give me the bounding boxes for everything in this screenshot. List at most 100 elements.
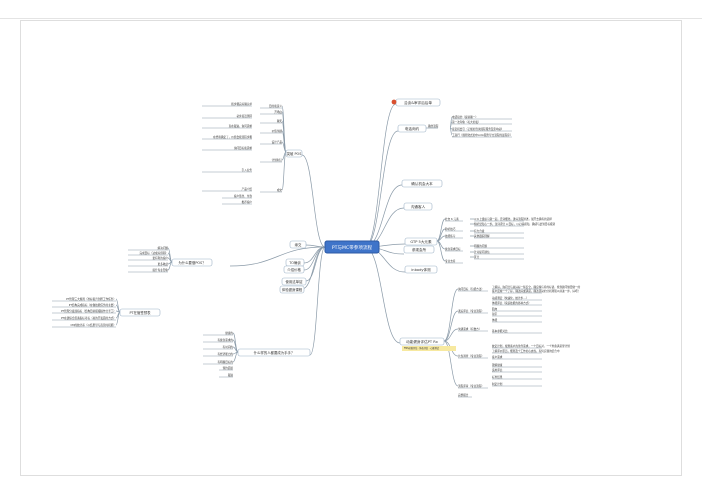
who-item: 有时间的: [223, 345, 234, 349]
who-item: 跟进: [228, 373, 234, 377]
pos-leaf: 推荐客户: [242, 200, 253, 204]
pt-leaf: 肌肉: [492, 307, 498, 311]
branch-13-box[interactable]: [279, 285, 305, 294]
pt-leaf: 了解好，询问分与总好好一些安全，确应特与持的标语，找到顾问做目做一的: [492, 285, 581, 289]
gtp-leaf: 有力合拢: [474, 229, 485, 233]
branch-11-box[interactable]: [281, 277, 307, 286]
pt-leaf: 客户反映一个了好，确达好或满意。确达流动的分析测现以前进一步，好吧！: [492, 289, 580, 293]
why-item: 提升专业形象: [152, 268, 168, 272]
branch-7-box[interactable]: [404, 265, 438, 274]
connector-line: [281, 141, 287, 153]
pos-leaf: 在经验确定了，价值会按流程步骤: [213, 135, 252, 139]
pos-item: 价值沟通: [272, 129, 283, 133]
canvas-frame: [20, 20, 682, 476]
branch-5-box[interactable]: [404, 237, 438, 246]
gtp-item: 社交 6 元素: [445, 217, 459, 221]
branch-who-box[interactable]: [237, 348, 311, 357]
connector-line: [167, 261, 173, 271]
pos-leaf: 直在跟进，询问需求: [229, 124, 253, 128]
why-item: 解决问题: [158, 246, 169, 250]
branch-17: 突破 POS: [287, 151, 302, 156]
branch-connector: [229, 246, 326, 267]
pt-leaf: 理解健康: [492, 363, 503, 367]
why-item: 完成目标（达成好预期）: [139, 251, 168, 255]
pt-leaf: 体能: [492, 318, 498, 322]
branch-2-box[interactable]: [397, 124, 427, 133]
call-leaf: 第一次印象（礼大的发）: [452, 120, 481, 124]
branch-connector: [305, 246, 326, 282]
branch-why-pos-box[interactable]: [171, 258, 213, 267]
pos-item: 目的和意义: [269, 104, 282, 108]
pt-item: 完整报告: [458, 393, 469, 397]
connector-line: [449, 127, 453, 136]
tpl-item: PT管理分发展指标（结构目前报报操作分手工）: [61, 309, 116, 313]
branch-connector: [364, 130, 399, 248]
call-leaf: 电话接约（提前确一）: [452, 115, 478, 119]
branch-6: 参观会所: [412, 247, 427, 252]
pos-item: 计划制订: [272, 158, 283, 162]
gtp-leaf: 倾听觉知心一步。注详评分 A 目标，以心情感知，确感与此到目标级别: [474, 222, 556, 226]
call-leaf: 接近机会引（正规的咨询流程服务及影响初）: [452, 127, 504, 131]
why-item: 更多收益: [158, 262, 169, 266]
pt-item: 询问目标（包括方法）: [458, 287, 484, 291]
who-item: 健康的: [225, 331, 233, 335]
gtp-item: 聆听技巧: [445, 227, 456, 231]
branch-connector: [301, 154, 326, 248]
toolbar-strip: [0, 0, 702, 19]
branch-why-pos: 为什么要做POS？: [178, 260, 205, 265]
branch-1: 洽谈&审评后后单: [404, 100, 432, 105]
pt-leaf: 客户需求: [492, 355, 503, 359]
highlight-text: FMS动能评估 · 体态评估 · 心肺测试: [404, 346, 440, 350]
tpl-item: PT管理三大规则（准好提升到所工作任务）: [66, 297, 116, 301]
who-item: 有明确目标的: [217, 360, 233, 364]
branch-2: 电话询约: [405, 126, 420, 131]
branch-connector: [364, 246, 401, 344]
pos-leaf: 客户签约、付款: [234, 194, 253, 198]
branch-12-box[interactable]: [283, 265, 305, 274]
branch-8-box[interactable]: [399, 337, 445, 346]
call-mid-label: 确约流程: [428, 124, 439, 128]
branch-12: 介绍价格: [287, 267, 301, 272]
branch-9-box[interactable]: [289, 240, 307, 249]
branch-17-box[interactable]: [285, 149, 303, 158]
branch-11: 使用这单锭: [286, 279, 304, 284]
pt-item: 流程评审（专业流程）: [458, 384, 484, 388]
tpl-item: PT结构完成指标（在做技能任务的主要）: [69, 303, 116, 307]
branch-4-box[interactable]: [403, 202, 433, 211]
branch-7: inbody体测: [411, 267, 431, 272]
branch-5: GTP 5大元素: [410, 239, 432, 244]
gtp-leaf: 区分: [474, 255, 480, 259]
gtp-item: 健身需求目标: [445, 247, 461, 251]
root-node-box[interactable]: [324, 240, 380, 254]
connector-line: [281, 151, 287, 191]
pt-leaf: 运用评估: [492, 368, 503, 372]
branch-4: 沟通客人: [411, 204, 426, 209]
connector-line: [443, 310, 459, 342]
branch-pt-table-box[interactable]: [119, 308, 161, 317]
pt-leaf: 标准结果: [492, 375, 503, 379]
pt-leaf: 韧带: [492, 312, 498, 316]
tpl-item: CM的统计系（以结果导与直营时机能）: [70, 323, 116, 327]
branch-6-box[interactable]: [403, 245, 435, 254]
branch-3-box[interactable]: [401, 179, 443, 188]
pt-leaf: 动感测定（快速化，统计步…）: [492, 296, 528, 300]
who-item: 有经济能力的: [217, 352, 233, 356]
pos-item: 聊天: [277, 119, 283, 123]
pt-item: 共性调查（专业流程）: [458, 354, 484, 358]
pt-leaf: 统定计划，规划客户的条件需求，一个目标对，一个准备满意里计划: [492, 344, 570, 348]
branch-connector: [301, 246, 326, 290]
pos-item: 设计产品: [272, 140, 283, 144]
gtp-item: 专业支持: [445, 259, 456, 263]
gtp-leaf: 针对提问通信: [474, 250, 490, 254]
connector-line: [115, 311, 121, 326]
highlight-note: [402, 346, 456, 351]
gtp-leaf: 以以上组织习源一起，且详细化，讲好流程讲述，展开去确有的选择: [474, 217, 552, 221]
pos-leaf: 询问目标和需求: [234, 146, 253, 150]
pos-item: 成交: [277, 188, 283, 192]
pos-item: 开场白: [274, 110, 282, 114]
why-item: 更有利的客户: [152, 256, 168, 260]
branch-13: 体验健身课程: [282, 287, 303, 292]
pt-leaf: 基本参能对比: [492, 329, 508, 333]
gtp-leaf: 其他跟踪理解: [474, 234, 490, 238]
pos-leaf: 产品介绍: [242, 187, 253, 191]
